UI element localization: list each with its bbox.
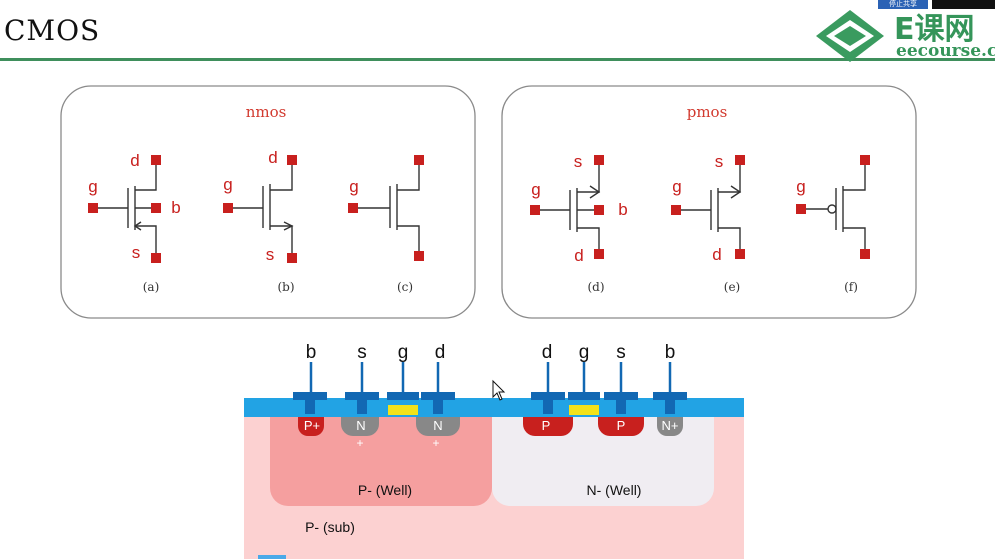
- n-well-label: N- (Well): [587, 482, 642, 498]
- nmos-symbols-panel: nmos d g b s (a): [60, 85, 476, 319]
- implant-p-plus: [298, 414, 324, 436]
- label-s: s: [574, 152, 583, 171]
- terminal-square: [414, 155, 424, 165]
- terminal-square: [594, 205, 604, 215]
- terminal-square: [88, 203, 98, 213]
- pmos-symbol-e: [681, 160, 742, 254]
- implant-n-plus: [657, 414, 683, 436]
- nmos-heading: nmos: [246, 103, 287, 121]
- title-divider: [0, 58, 995, 61]
- label-g: g: [349, 177, 358, 196]
- p-well: [270, 414, 492, 506]
- terminal-square: [671, 205, 681, 215]
- terminal-square: [735, 249, 745, 259]
- implant-label: P+: [304, 418, 320, 433]
- nmos-c-terminals: [348, 155, 424, 261]
- label-d: d: [574, 246, 583, 265]
- label-g: g: [672, 177, 681, 196]
- terminal-square: [530, 205, 540, 215]
- label-d: d: [268, 148, 277, 167]
- terminal-square: [735, 155, 745, 165]
- slide-title: CMOS: [4, 14, 101, 47]
- terminal-square: [151, 155, 161, 165]
- label-g: g: [531, 180, 540, 199]
- pmos-symbol-f: [806, 160, 866, 254]
- gate-poly-pmos: [569, 405, 599, 415]
- label-g: g: [796, 177, 805, 196]
- substrate-label: P- (sub): [305, 519, 355, 535]
- plus-mark: +: [432, 436, 439, 450]
- nmos-a-terminals: [88, 155, 161, 263]
- logo-text-cn: E课网: [894, 12, 975, 47]
- nmos-symbol-b: [233, 160, 294, 258]
- pmos-f-terminals: [796, 155, 870, 259]
- label-d: d: [712, 245, 721, 264]
- logo-text-en: eecourse.com: [896, 41, 995, 61]
- terminal-square: [151, 253, 161, 263]
- terminal-label-d: d: [435, 342, 446, 363]
- terminal-square: [594, 155, 604, 165]
- mouse-cursor-icon: [492, 379, 506, 401]
- bottom-marker: [258, 555, 286, 559]
- nmos-b-terminals: [223, 155, 297, 263]
- label-s: s: [132, 243, 141, 262]
- terminal-square: [287, 253, 297, 263]
- pmos-heading: pmos: [687, 103, 728, 121]
- pmos-d-terminals: [530, 155, 604, 259]
- label-g: g: [223, 175, 232, 194]
- caption-a: (a): [143, 280, 160, 294]
- terminal-label-s: s: [616, 342, 626, 363]
- caption-d: (d): [587, 280, 604, 294]
- implant-n: [341, 414, 379, 436]
- terminal-label-b: b: [665, 342, 676, 363]
- implant-label: P: [617, 418, 626, 433]
- caption-f: (f): [844, 280, 858, 294]
- nmos-symbol-c: [358, 160, 420, 256]
- label-s: s: [715, 152, 724, 171]
- implant-label: P: [542, 418, 551, 433]
- cmos-cross-section: b s g d d g s b P+ N N P P N+ + + P- (We…: [244, 342, 744, 559]
- n-well: [492, 414, 714, 506]
- terminal-square: [414, 251, 424, 261]
- implant-p: [598, 414, 644, 436]
- pmos-symbol-d: [540, 160, 601, 254]
- label-g: g: [88, 177, 97, 196]
- terminal-square: [287, 155, 297, 165]
- terminal-label-b: b: [306, 342, 317, 363]
- implant-label: N+: [662, 418, 679, 433]
- terminal-square: [860, 155, 870, 165]
- p-well-label: P- (Well): [358, 482, 412, 498]
- label-b: b: [171, 198, 180, 217]
- terminal-label-g: g: [579, 342, 590, 363]
- stop-sharing-button[interactable]: 停止共享: [878, 0, 928, 9]
- gate-poly-nmos: [388, 405, 418, 415]
- terminal-label-d: d: [542, 342, 553, 363]
- terminal-square: [796, 204, 806, 214]
- label-d: d: [130, 151, 139, 170]
- implant-n: [416, 414, 460, 436]
- plus-mark: +: [356, 436, 363, 450]
- terminal-square: [348, 203, 358, 213]
- terminal-square: [151, 203, 161, 213]
- terminal-wires: [309, 362, 672, 392]
- contacts: [293, 392, 687, 414]
- terminal-label-g: g: [398, 342, 409, 363]
- pmos-symbols-panel: pmos s g b d (d): [501, 85, 917, 319]
- pmos-e-terminals: [671, 155, 745, 259]
- terminal-square: [860, 249, 870, 259]
- label-s: s: [266, 245, 275, 264]
- implant-label: N: [356, 418, 365, 433]
- implant-label: N: [433, 418, 442, 433]
- logo-diamond-icon: [816, 10, 884, 62]
- caption-b: (b): [277, 280, 294, 294]
- label-b: b: [618, 200, 627, 219]
- terminal-square: [223, 203, 233, 213]
- caption-e: (e): [724, 280, 740, 294]
- implant-p: [523, 414, 573, 436]
- caption-c: (c): [397, 280, 413, 294]
- terminal-square: [594, 249, 604, 259]
- terminal-label-s: s: [357, 342, 367, 363]
- top-toolbar-strip: [932, 0, 995, 9]
